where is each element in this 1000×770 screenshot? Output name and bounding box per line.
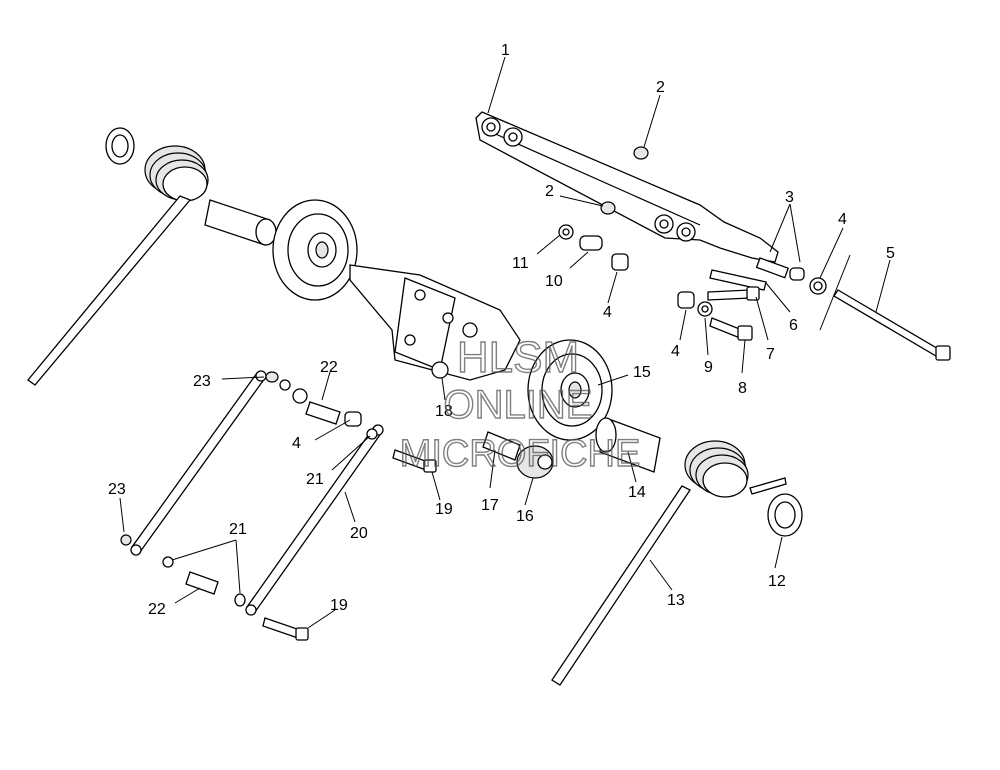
callout-17: 17 [481,497,499,514]
pin-3 [755,257,805,281]
callout-16: 16 [516,508,534,525]
sleeve-17 [482,431,521,461]
spring-left [27,145,209,386]
sleeve-22b [185,571,219,595]
nut-23b [120,534,132,546]
watermark-line3: MICROFICHE [400,433,641,475]
bolt-7 [707,286,760,301]
watermark: HLSM ONLINE MICROFICHE [399,332,641,475]
spring-13 [551,440,787,686]
washer-21b [162,556,246,607]
callout-4: 4 [838,211,847,228]
center-bracket [349,264,521,381]
bushing-4c [677,291,695,309]
callout-4: 4 [603,304,612,321]
callout-9: 9 [704,359,713,376]
bushing-4d [344,411,362,427]
callout-15: 15 [633,364,651,381]
callout-4: 4 [671,343,680,360]
link-left [130,370,267,556]
callout-2: 2 [656,79,665,96]
washer-9 [697,301,713,317]
callout-13: 13 [667,592,685,609]
leader-lines [119,56,891,629]
arm-assembly [475,111,779,263]
callout-3: 3 [785,189,794,206]
nut-2a [633,146,649,160]
pulley-15 [527,339,613,441]
bushing-4b [611,253,629,271]
watermark-line2: ONLINE [444,383,593,427]
callout-23: 23 [193,373,211,390]
callout-20: 20 [350,525,368,542]
callout-11: 11 [512,255,529,272]
sleeve-10 [579,235,603,251]
callout-1: 1 [501,42,510,59]
callout-2: 2 [545,183,554,200]
hub-16 [516,445,554,479]
callout-21: 21 [306,471,324,488]
callout-22: 22 [320,359,338,376]
callout-6: 6 [789,317,798,334]
bushing-4a [809,277,827,295]
watermark-line1: HLSM [457,333,579,382]
callout-12: 12 [768,573,786,590]
washer-18 [431,361,449,379]
callout-4: 4 [292,435,301,452]
sleeve-22a [292,388,341,425]
bolt-8 [709,317,753,341]
washer-11 [558,224,574,240]
callout-14: 14 [628,484,646,501]
bolt-19a [392,449,437,473]
callout-10: 10 [545,273,563,290]
bolt-5 [819,254,951,361]
callout-22: 22 [148,601,166,618]
nut-23a [265,371,291,391]
callout-19: 19 [330,597,348,614]
callout-numbers: 1 2 2 3 4 5 6 7 8 9 4 4 10 11 15 14 16 1… [108,42,895,618]
washer-12 [767,493,803,537]
nut-2b [600,201,616,215]
callout-21: 21 [229,521,247,538]
washer-left [105,127,135,165]
callout-8: 8 [738,380,747,397]
bolt-6 [709,269,767,291]
callout-23: 23 [108,481,126,498]
sleeve-left [204,199,277,246]
link-20 [245,424,384,616]
callout-7: 7 [766,346,775,363]
callout-19: 19 [435,501,453,518]
bolt-19b [262,617,309,641]
pulley-upper [272,199,358,301]
callout-5: 5 [886,245,895,262]
sleeve-14 [595,417,661,473]
callout-18: 18 [435,403,453,420]
